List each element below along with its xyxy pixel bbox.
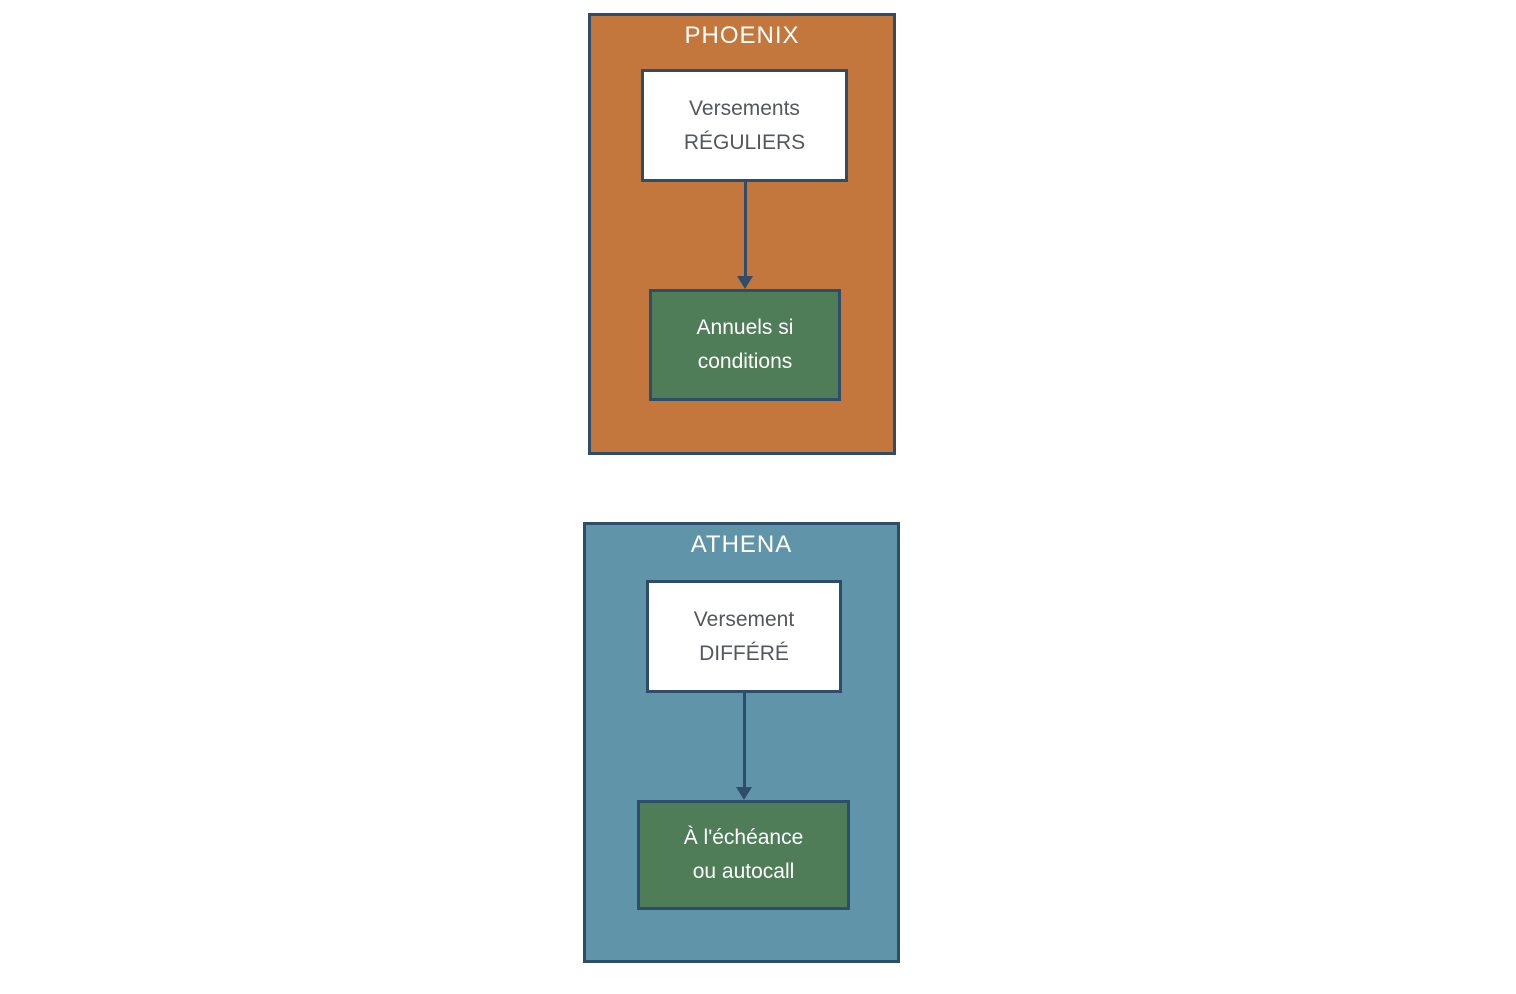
athena-result-line2: ou autocall: [692, 860, 795, 883]
phoenix-flow-arrow: [737, 182, 753, 289]
arrow-down-icon: [737, 276, 753, 289]
athena-payment-line1: Versement: [693, 607, 795, 631]
arrow-line: [742, 693, 746, 787]
phoenix-result-line2: conditions: [697, 350, 793, 373]
phoenix-title: PHOENIX: [684, 22, 800, 49]
phoenix-result-line1: Annuels si: [696, 316, 794, 339]
phoenix-payments-box: Versements RÉGULIERS: [641, 69, 848, 182]
arrow-down-icon: [736, 787, 752, 800]
phoenix-result-box: Annuels si conditions: [649, 289, 841, 401]
arrow-line: [743, 182, 747, 276]
athena-result-box: À l'échéance ou autocall: [637, 800, 850, 910]
athena-result-line1: À l'échéance: [683, 826, 804, 849]
athena-flow-arrow: [736, 693, 752, 800]
phoenix-payments-line2: RÉGULIERS: [683, 130, 806, 154]
phoenix-payments-line1: Versements: [689, 96, 800, 120]
phoenix-container: PHOENIX Versements RÉGULIERS Annuels si …: [588, 13, 896, 455]
athena-container: ATHENA Versement DIFFÉRÉ À l'échéance ou…: [583, 522, 900, 963]
athena-title: ATHENA: [690, 531, 793, 558]
athena-payment-line2: DIFFÉRÉ: [699, 641, 789, 665]
athena-payment-box: Versement DIFFÉRÉ: [646, 580, 842, 693]
